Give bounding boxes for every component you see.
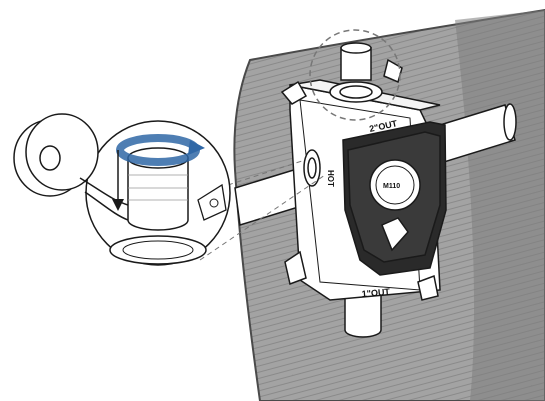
ptfe-tape-roll <box>13 113 129 221</box>
label-hot-in: HOT <box>326 170 335 187</box>
rotation-arrow-icon <box>116 134 205 166</box>
cover-plate <box>342 121 447 276</box>
bottom-pipe <box>344 289 382 338</box>
label-out-bottom: 1"OUT <box>361 287 391 299</box>
callout-connector <box>199 159 326 261</box>
left-inlet <box>303 149 321 187</box>
detail-callout <box>85 120 231 266</box>
label-model-number: M110 <box>383 183 400 190</box>
top-outlet <box>309 29 401 121</box>
